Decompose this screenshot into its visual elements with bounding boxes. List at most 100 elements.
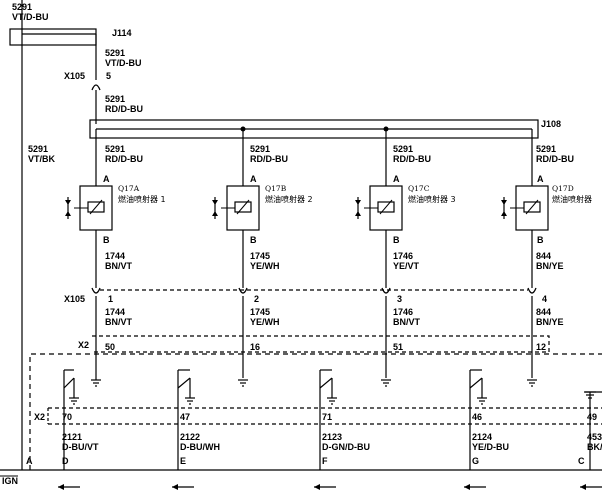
left-wire-color: VT/BK xyxy=(28,154,56,164)
injector-a-after-x105-color: BN/VT xyxy=(105,317,133,327)
wire-after-j114-color: VT/D-BU xyxy=(105,58,142,68)
injector-a-pin-b: B xyxy=(103,235,110,245)
splice-j108-box xyxy=(89,119,539,139)
bottom-wire-e-color: D-BU/WH xyxy=(180,442,220,452)
x2-upper-connector xyxy=(92,335,550,353)
injector-d-pin-a: A xyxy=(537,174,544,184)
injector-b-coil-icon xyxy=(234,201,252,213)
splice-j114-box xyxy=(9,28,97,46)
injector-c-feed-color: RD/D-BU xyxy=(393,154,431,164)
x105-pin-2: 2 xyxy=(254,294,259,304)
left-wire-circuit: 5291 xyxy=(28,144,48,154)
injector-d: 5291 RD/D-BU A Q17D 燃油喷射器 B 844 BN/YE 4 … xyxy=(501,129,592,378)
bottom-wire-g-circuit: 2124 xyxy=(472,432,492,442)
injector-c-feed-circuit: 5291 xyxy=(393,144,413,154)
injector-c-pin-a: A xyxy=(393,174,400,184)
injector-b-pin-a: A xyxy=(250,174,257,184)
x2-pin-50: 50 xyxy=(105,342,115,352)
injector-d-after-x105-circuit: 844 xyxy=(536,307,551,317)
x105-terminal-2 xyxy=(238,287,248,294)
injector-c-after-x105-color: BN/VT xyxy=(393,317,421,327)
injector-d-feed-circuit: 5291 xyxy=(536,144,556,154)
connector-x105-lower-label: X105 xyxy=(64,294,85,304)
bottom-wire-e-circuit: 2122 xyxy=(180,432,200,442)
ecm-outline xyxy=(29,353,602,470)
left-pin-a: A xyxy=(26,456,33,466)
injector-c-after-x105-circuit: 1746 xyxy=(393,307,413,317)
wire-after-j114-circuit: 5291 xyxy=(105,48,125,58)
injector-b-feed-circuit: 5291 xyxy=(250,144,270,154)
x105-pin-3: 3 xyxy=(397,294,402,304)
injector-d-coil-icon xyxy=(523,201,541,213)
x2-pin-51: 51 xyxy=(393,342,403,352)
injector-c-name: 燃油喷射器 3 xyxy=(408,194,456,204)
injector-d-out-circuit: 844 xyxy=(536,251,551,261)
injector-d-feed-color: RD/D-BU xyxy=(536,154,574,164)
injector-a-id: Q17A xyxy=(118,184,140,193)
x105-pin-1: 1 xyxy=(108,294,113,304)
x2-pin-16: 16 xyxy=(250,342,260,352)
connector-x2-upper-label: X2 xyxy=(78,340,89,350)
bottom-wire-d-color: D-BU/VT xyxy=(62,442,99,452)
injector-a-out-color: BN/VT xyxy=(105,261,133,271)
x105-top-terminal xyxy=(91,84,101,91)
injector-c-pin-b: B xyxy=(393,235,400,245)
bottom-wire-e-pin: E xyxy=(180,456,186,466)
injector-b-feed-color: RD/D-BU xyxy=(250,154,288,164)
injector-c-out-color: YE/VT xyxy=(393,261,420,271)
bottom-wire-g-color: YE/D-BU xyxy=(472,442,509,452)
injector-b-name: 燃油喷射器 2 xyxy=(265,194,313,204)
x105-pin-top: 5 xyxy=(106,71,111,81)
signal-arrows xyxy=(58,484,602,490)
ign-label: IGN xyxy=(2,476,18,486)
bottom-wire-c-color: BK/ xyxy=(587,442,602,452)
bottom-wire-f-circuit: 2123 xyxy=(322,432,342,442)
injector-b-after-x105-circuit: 1745 xyxy=(250,307,270,317)
injector-a-feed-color: RD/D-BU xyxy=(105,154,143,164)
injector-b-id: Q17B xyxy=(265,184,287,193)
injector-d-id: Q17D xyxy=(552,184,574,193)
connector-x2-lower-label: X2 xyxy=(34,412,45,422)
x105-terminal-4 xyxy=(527,287,537,294)
bottom-wire-d-pin: D xyxy=(62,456,69,466)
injector-a-after-x105-circuit: 1744 xyxy=(105,307,125,317)
injector-a: 5291 RD/D-BU A Q17A 燃油喷射器 1 B 1744 BN/VT… xyxy=(65,129,166,378)
bottom-wire-c-pin: C xyxy=(578,456,585,466)
connector-x105-label: X105 xyxy=(64,71,85,81)
injector-a-pin-a: A xyxy=(103,174,110,184)
injector-c-out-circuit: 1746 xyxy=(393,251,413,261)
injector-a-coil-icon xyxy=(87,201,105,213)
injector-d-pin-b: B xyxy=(537,235,544,245)
injector-c-coil-icon xyxy=(377,201,395,213)
x2-lower-pin-46: 46 xyxy=(472,412,482,422)
wire-after-x105-circuit: 5291 xyxy=(105,94,125,104)
injector-b-out-color: YE/WH xyxy=(250,261,280,271)
splice-j114-label: J114 xyxy=(112,28,132,38)
injector-c-id: Q17C xyxy=(408,184,430,193)
injector-b: 5291 RD/D-BU A Q17B 燃油喷射器 2 B 1745 YE/WH… xyxy=(212,126,313,378)
x2-lower-pin-47: 47 xyxy=(180,412,190,422)
x105-pin-4: 4 xyxy=(542,294,547,304)
bottom-wire-f-pin: F xyxy=(322,456,328,466)
top-wire-circuit: 5291 xyxy=(12,2,32,12)
injector-c: 5291 RD/D-BU A Q17C 燃油喷射器 3 B 1746 YE/VT… xyxy=(355,126,456,378)
wire-after-x105-color: RD/D-BU xyxy=(105,104,143,114)
injector-drivers xyxy=(63,369,602,470)
x105-terminal-1 xyxy=(91,287,101,294)
injector-a-out-circuit: 1744 xyxy=(105,251,125,261)
x2-lower-pin-49: 49 xyxy=(587,412,597,422)
bottom-wire-f-color: D-GN/D-BU xyxy=(322,442,370,452)
injector-b-after-x105-color: YE/WH xyxy=(250,317,280,327)
injector-d-after-x105-color: BN/YE xyxy=(536,317,564,327)
x2-pin-12: 12 xyxy=(536,342,546,352)
bottom-wire-c-circuit: 453 xyxy=(587,432,602,442)
bottom-wire-d-circuit: 2121 xyxy=(62,432,82,442)
injector-d-name: 燃油喷射器 xyxy=(552,194,592,204)
top-wire-color: VT/D-BU xyxy=(12,12,49,22)
injector-a-name: 燃油喷射器 1 xyxy=(118,194,166,204)
injector-d-out-color: BN/YE xyxy=(536,261,564,271)
x2-lower-pin-70: 70 xyxy=(62,412,72,422)
bottom-wire-g-pin: G xyxy=(472,456,479,466)
